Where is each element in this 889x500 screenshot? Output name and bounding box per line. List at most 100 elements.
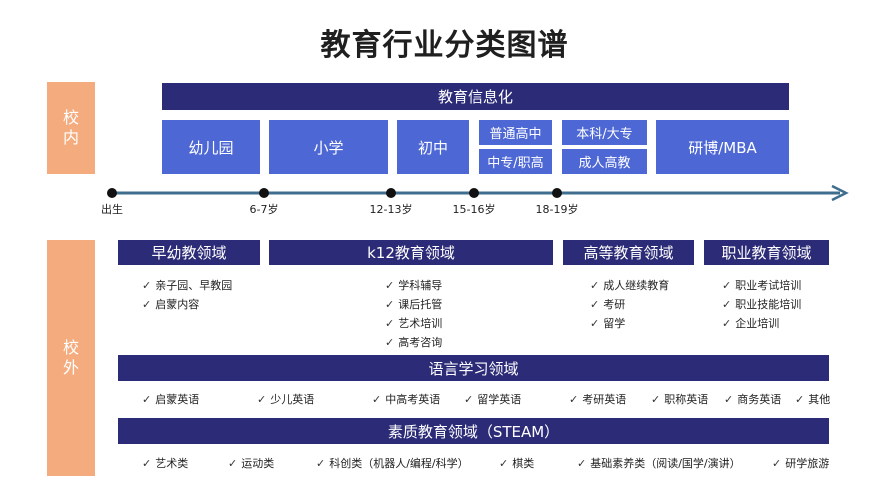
list-item: ✓考研 [590,295,669,314]
list-item: ✓研学旅游 [772,455,829,471]
edu-informatization-label: 教育信息化 [437,88,513,106]
list-item: ✓留学 [590,314,669,333]
timeline-label: 15-16岁 [452,203,496,216]
check-icon: ✓ [795,393,805,406]
check-icon: ✓ [228,457,238,470]
list-item: ✓考研英语 [569,391,626,407]
domain-vocational-list: ✓职业考试培训 ✓职业技能培训 ✓企业培训 [722,276,801,333]
list-item-label: 考研 [603,298,626,311]
list-item: ✓运动类 [228,455,274,471]
list-item-label: 职业考试培训 [735,279,802,292]
list-item-label: 课后托管 [398,298,443,311]
list-item-label: 运动类 [241,457,275,470]
timeline-label: 18-19岁 [535,203,579,216]
list-item-label: 职称英语 [664,393,709,406]
page-title: 教育行业分类图谱 [320,28,569,63]
list-item: ✓职称英语 [651,391,708,407]
quality-domain-head: 素质教育领域（STEAM） [118,418,829,444]
list-item: ✓企业培训 [722,314,801,333]
list-item: ✓艺术培训 [385,314,442,333]
list-item-label: 留学英语 [477,393,522,406]
check-icon: ✓ [142,457,152,470]
check-icon: ✓ [724,393,734,406]
side-label-inside-text: 校内 [62,108,79,147]
check-icon: ✓ [590,317,600,330]
list-item-label: 亲子园、早教园 [155,279,233,292]
block-senior-general-label: 普通高中 [489,127,542,142]
list-item: ✓少儿英语 [257,391,314,407]
list-item-label: 其他 [808,393,831,406]
check-icon: ✓ [772,457,782,470]
block-undergrad: 本科/大专 [562,120,647,145]
domain-k12-head: k12教育领域 [269,240,553,265]
list-item-label: 艺术培训 [398,317,443,330]
side-label-outside-text: 校外 [62,338,79,377]
domain-k12-title: k12教育领域 [367,244,455,262]
edu-informatization-bar: 教育信息化 [162,83,789,110]
block-adult-label: 成人高教 [578,156,631,171]
check-icon: ✓ [651,393,661,406]
arrow-head-icon [831,184,849,202]
block-junior: 初中 [397,120,469,174]
list-item: ✓启蒙内容 [142,295,232,314]
side-label-outside: 校外 [47,240,95,476]
list-item-label: 基础素养类（阅读/国学/演讲） [590,457,741,470]
list-item-label: 启蒙英语 [155,393,200,406]
check-icon: ✓ [577,457,587,470]
timeline-arrow [112,184,849,202]
check-icon: ✓ [142,393,152,406]
quality-domain-title: 素质教育领域（STEAM） [387,422,560,441]
list-item-label: 学科辅导 [398,279,443,292]
list-item-label: 启蒙内容 [155,298,200,311]
list-item-label: 少儿英语 [270,393,315,406]
domain-higher-title: 高等教育领域 [583,244,674,262]
check-icon: ✓ [316,457,326,470]
check-icon: ✓ [499,457,509,470]
timeline-dot [107,188,117,198]
timeline-label: 出生 [101,203,123,216]
list-item-label: 高考咨询 [398,336,443,349]
domain-vocational-head: 职业教育领域 [704,240,829,265]
domain-higher-head: 高等教育领域 [563,240,694,265]
list-item-label: 中高考英语 [385,393,441,406]
check-icon: ✓ [257,393,267,406]
list-item: ✓留学英语 [464,391,521,407]
check-icon: ✓ [590,298,600,311]
list-item-label: 科创类（机器人/编程/科学） [329,457,469,470]
check-icon: ✓ [722,279,732,292]
list-item-label: 企业培训 [735,317,780,330]
list-item-label: 艺术类 [155,457,189,470]
check-icon: ✓ [569,393,579,406]
block-senior-general: 普通高中 [479,120,552,145]
list-item: ✓其他 [795,391,830,407]
list-item-label: 研学旅游 [785,457,830,470]
list-item-label: 棋类 [512,457,535,470]
timeline-label: 12-13岁 [369,203,413,216]
domain-early-list: ✓亲子园、早教园 ✓启蒙内容 [142,276,232,314]
timeline-label: 6-7岁 [249,203,279,216]
list-item: ✓中高考英语 [372,391,440,407]
block-primary-label: 小学 [313,138,344,157]
domain-early-head: 早幼教领域 [118,240,260,265]
language-domain-title: 语言学习领域 [428,359,519,378]
list-item: ✓基础素养类（阅读/国学/演讲） [577,455,741,471]
block-junior-label: 初中 [417,138,448,157]
block-undergrad-label: 本科/大专 [576,127,633,142]
domain-k12-list: ✓学科辅导 ✓课后托管 ✓艺术培训 ✓高考咨询 [385,276,442,352]
list-item: ✓艺术类 [142,455,188,471]
block-primary: 小学 [269,120,388,174]
timeline-dot [386,188,396,198]
block-postgrad-label: 研博/MBA [688,138,757,157]
check-icon: ✓ [464,393,474,406]
list-item-label: 成人继续教育 [603,279,670,292]
block-kindergarten: 幼儿园 [162,120,260,174]
list-item: ✓成人继续教育 [590,276,669,295]
block-postgrad: 研博/MBA [656,120,789,174]
list-item: ✓棋类 [499,455,534,471]
list-item: ✓学科辅导 [385,276,442,295]
timeline-dot [259,188,269,198]
check-icon: ✓ [372,393,382,406]
domain-early-title: 早幼教领域 [151,244,227,262]
language-domain-head: 语言学习领域 [118,355,829,381]
check-icon: ✓ [142,298,152,311]
